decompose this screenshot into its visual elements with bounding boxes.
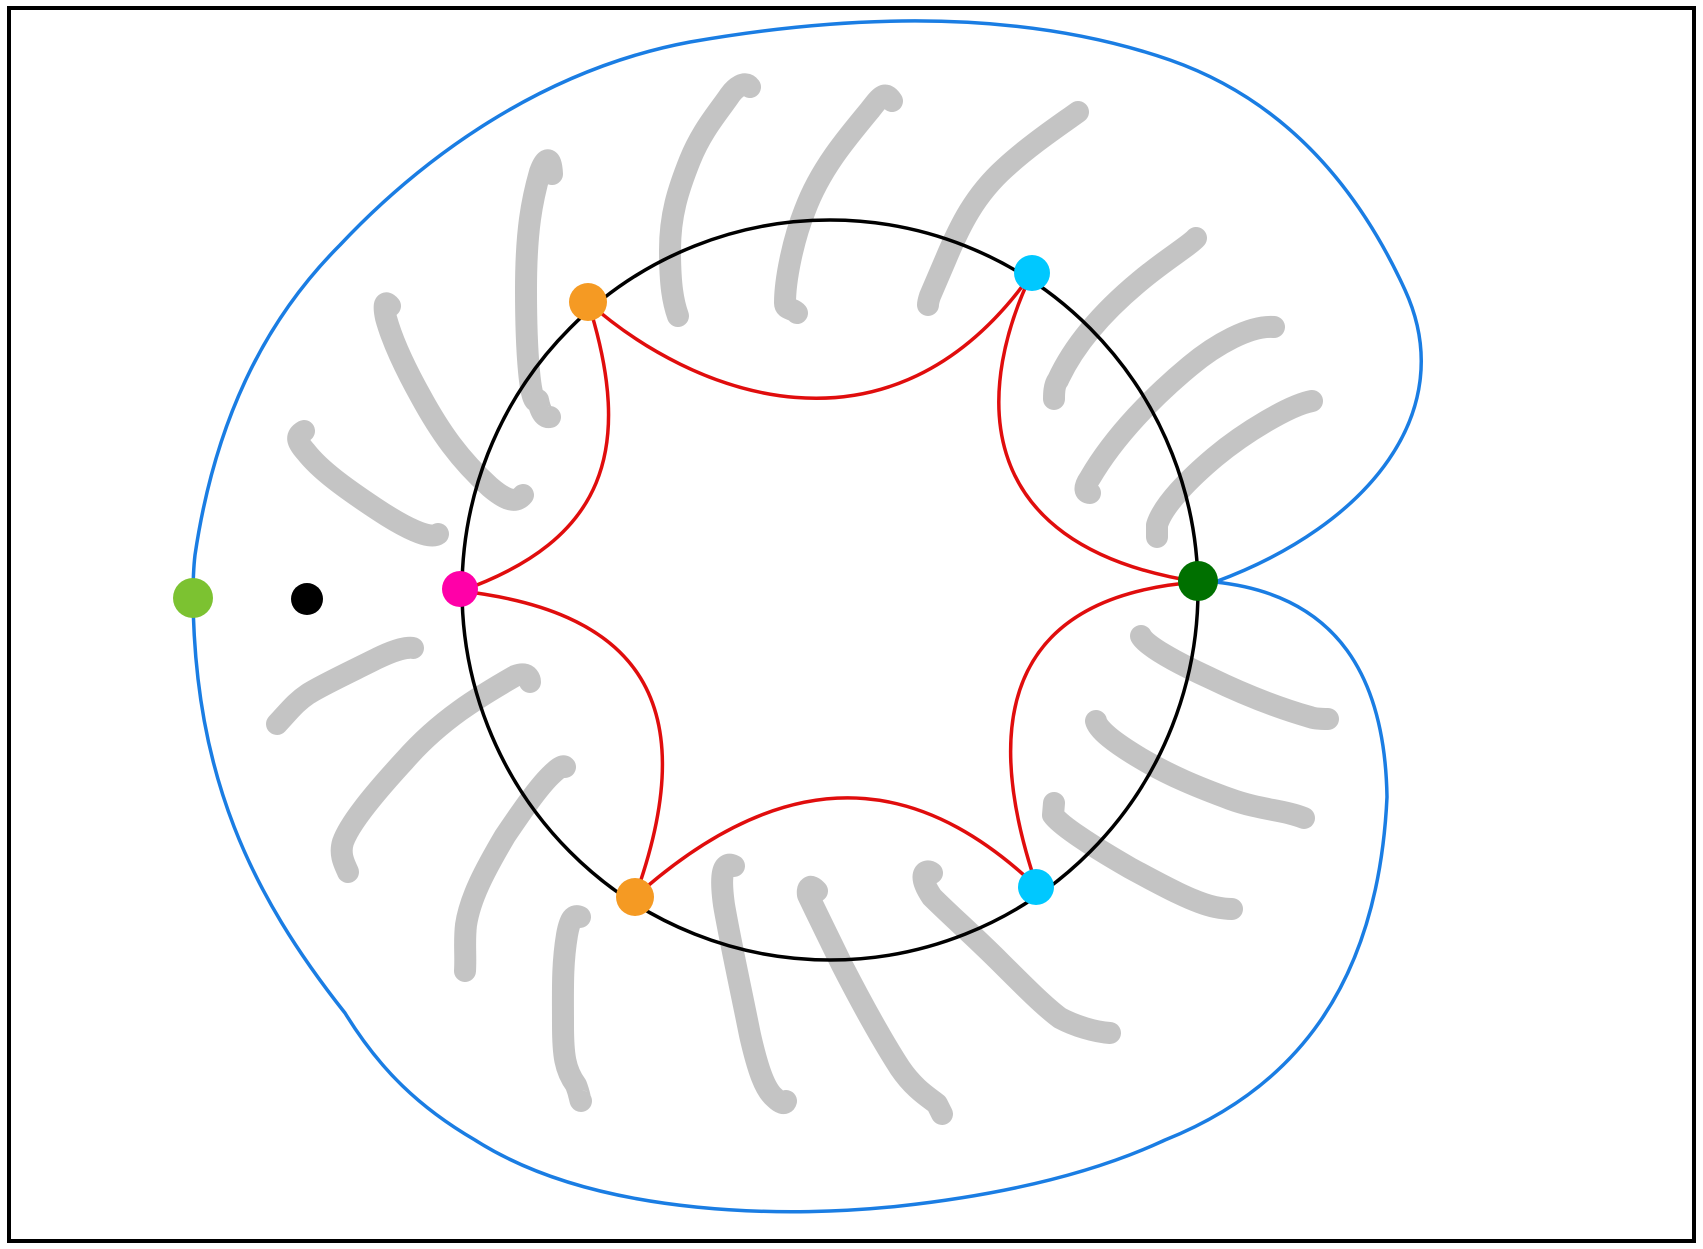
hair-stroke [330,663,541,883]
hair-stroke [287,420,449,547]
red-curve [633,796,1039,899]
hair-stroke [711,854,797,1114]
hair-stroke [917,101,1089,316]
hair-stroke [659,73,761,327]
outer-blue-curve [191,19,1423,1214]
red-curve [460,589,665,898]
hair-stroke [774,84,903,324]
cyan-point-bottom [1018,869,1054,905]
hair-stroke [551,905,592,1112]
cyan-point-top [1014,255,1050,291]
red-curve [460,301,611,593]
red-curves [460,271,1199,899]
points [173,255,1218,916]
hair-stroke [1043,227,1207,410]
magenta-point [442,571,478,607]
black-point [291,583,323,615]
hair-strokes [266,73,1339,1125]
hair-stroke [266,636,424,735]
red-curve [1009,580,1199,888]
orange-point-bottom [616,878,654,916]
left-boundary-point [173,578,213,618]
hair-stroke [1146,390,1323,548]
hair-stroke [1085,710,1315,829]
hair-stroke [1042,792,1243,920]
hair-stroke [796,876,953,1125]
dark-green-point [1178,561,1218,601]
orange-point-top [569,283,607,321]
hair-stroke [373,292,534,511]
hair-stroke [1074,315,1285,504]
red-curve [586,271,1034,400]
hair-stroke [515,149,563,429]
red-curve [997,272,1199,584]
hair-stroke [454,755,576,982]
hair-stroke [1130,625,1339,730]
hair-stroke [912,860,1121,1044]
frame [7,6,1696,1243]
